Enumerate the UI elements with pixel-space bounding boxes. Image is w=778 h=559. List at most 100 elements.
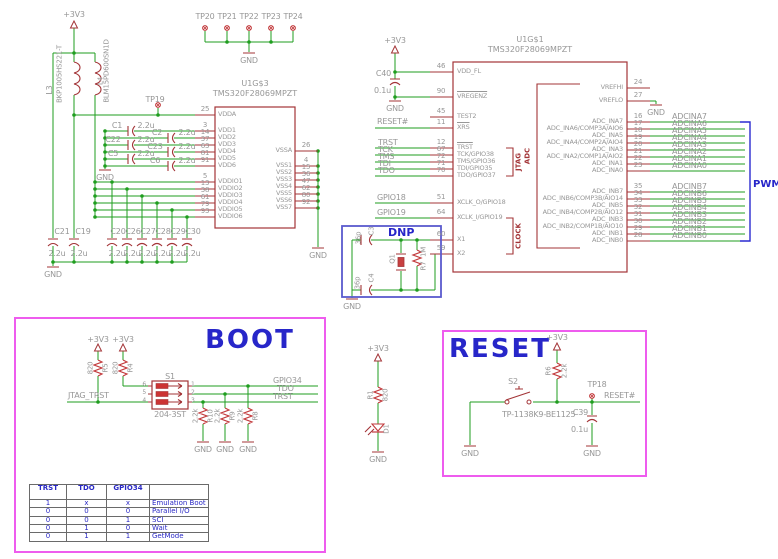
label-nets-adc_b-6: ADCINB1 (672, 224, 707, 233)
label-components-C20-value: 2.2u (108, 249, 126, 258)
label-nets-adc_b-1: ADCINB6 (672, 189, 707, 198)
label-nets-ground: GND (369, 455, 387, 464)
label-chips-u1g3-left_pins-1-num: 3 (202, 121, 208, 129)
label-chips-u1g1-right_pins-11-num: 34 (633, 189, 643, 197)
table-cell: SCI (149, 515, 209, 526)
label-components-L3-ref: L3 (45, 85, 54, 95)
label-chips-u1g3-left_pins-6-num: 91 (200, 156, 210, 164)
table-header-cell: TRST (29, 484, 67, 500)
label-chips-u1g1-left_pins-8-num: 70 (436, 166, 446, 174)
label-components-R1-value: 820 (381, 388, 390, 402)
table-cell: 1 (106, 515, 150, 526)
label-chips-u1g1-left_pins-5-name: TCK/GPIO38 (457, 150, 494, 158)
label-nets-adc_b-4: ADCINB3 (672, 210, 707, 219)
label-chips-u1g3-right_pins-3-name: VSS3 (275, 175, 292, 183)
label-components-C6-ref: C6 (149, 156, 161, 165)
label-chips-u1g1-right_pins-16-num: 29 (633, 224, 643, 232)
label-chips-u1g1-right_pins-15-num: 30 (633, 217, 643, 225)
table-cell: 1 (66, 532, 107, 542)
label-chips-u1g1-left_pins-12-num: 59 (436, 244, 446, 252)
label-nets-ground: GND (386, 104, 404, 113)
label-chips-u1g1-right_pins-15-name: ADC_INB2/COMP1B/AIO10 (542, 222, 624, 230)
label-nets-adc_b-3: ADCINB4 (672, 203, 707, 212)
label-chips-u1g1-right_pins-5-name: ADC_INA4/COMP2A/AIO4 (546, 138, 624, 146)
label-test_points-4: TP24 (283, 12, 303, 21)
label-chips-u1g1-left_pins-8-name: TDO/GPIO37 (457, 171, 496, 179)
label-chips-u1g3-right_pins-2-num: 15 (301, 163, 311, 171)
label-nets-ground: GND (194, 445, 212, 454)
label-chips-u1g1-left_pins-4-num: 12 (436, 138, 446, 146)
label-chips-u1g1-right_pins-12-num: 33 (633, 196, 643, 204)
table-cell: x (106, 498, 150, 509)
label-chips-u1g1-right_pins-10-name: ADC_INB7 (591, 187, 623, 195)
label-chips-u1g1-left_pins-10-num: 64 (436, 208, 446, 216)
table-cell: Emulation Boot (149, 498, 209, 509)
label-chips-u1g1-left_pins-4-name: TRST (457, 143, 473, 151)
label-chips-u1g1-right_pins-14-num: 31 (633, 210, 643, 218)
label-nets-jtag-1: TCK (378, 145, 393, 154)
label-s1_pin_numbers-right-2: 3 (191, 397, 195, 404)
label-components-D1-ref: D1 (382, 424, 391, 434)
label-chips-u1g1-left_pins-11-num: 60 (436, 230, 446, 238)
label-nets-ground: GND (343, 302, 361, 311)
chip-u1g3-ref: U1G$3 (241, 79, 269, 88)
label-nets-jtag-0: TRST (378, 138, 398, 147)
label-components-C22-ref: C22 (105, 135, 121, 144)
label-nets-power: +3V3 (63, 10, 85, 19)
table-cell: GetMode (149, 532, 209, 542)
label-chips-u1g3-left_pins-9-name: VDDIO3 (218, 191, 243, 199)
label-nets-reset: RESET# (377, 117, 409, 126)
boot-section-title: BOOT (205, 325, 295, 355)
label-components-R9-value: 2.2k (213, 408, 222, 424)
label-components-R1-ref: R1 (366, 390, 375, 400)
label-chips-u1g1-right_pins-13-num: 32 (633, 203, 643, 211)
label-components-L4-value: BLM15PD600SN1D (102, 39, 111, 103)
label-test_points-3: TP23 (261, 12, 281, 21)
label-nets-power: +3V3 (384, 36, 406, 45)
label-chips-u1g3-right_pins-6-name: VSS6 (275, 196, 292, 204)
label-chips-u1g1-left_pins-6-num: 72 (436, 152, 446, 160)
chip-u1g3-part: TMS320F28069MPZT (212, 89, 298, 98)
label-components-C3-value: 36p (354, 231, 363, 245)
label-nets-adc_a-1: ADCINA6 (672, 119, 707, 128)
label-nets-ground: GND (44, 270, 62, 279)
table-cell: 0 (66, 507, 107, 517)
table-cell: 0 (29, 524, 67, 534)
label-components-R5-ref: R5 (101, 363, 110, 373)
label-components-C19-ref: C19 (75, 227, 91, 236)
label-chips-u1g1-left_pins-9-name: XCLK_O/GPIO18 (457, 198, 506, 206)
label-nets-adc_a-0: ADCINA7 (672, 112, 707, 121)
label-components-R8-ref: R8 (251, 411, 260, 421)
label-chips-u1g1-right_pins-6-num: 20 (633, 140, 643, 148)
label-nets-boot_out-2: TRST (273, 392, 293, 401)
label-chips-u1g1-left_pins-11-name: X1 (457, 235, 466, 243)
label-nets-jtag-3: TDI (378, 159, 391, 168)
label-nets-gpio-0: GPIO18 (377, 193, 406, 202)
label-chips-u1g1-left_pins-6-name: TMS/GPIO36 (457, 157, 496, 165)
label-components-C2-value: 2.2u (178, 128, 196, 137)
label-chips-u1g3-left_pins-4-num: 63 (200, 142, 210, 150)
table-header-cell (149, 484, 209, 500)
label-components-C5-ref: C5 (107, 149, 119, 158)
label-components-C4-ref: C4 (367, 273, 376, 283)
label-chips-u1g1-left_pins-0-name: VDD_FL (457, 67, 481, 75)
table-header-cell: TDO (66, 484, 107, 500)
chip-u1g1-ref: U1G$1 (516, 35, 544, 44)
label-chips-u1g3-left_pins-11-name: VDDIO5 (218, 205, 243, 213)
label-components-R4-value: 820 (111, 361, 120, 375)
label-s1_pin_numbers-left-1: 5 (142, 389, 146, 396)
label-components-R6-ref: R6 (544, 366, 553, 376)
label-nets-adc_a-7: ADCINA0 (672, 161, 707, 170)
label-nets-jtag-4: TDO (378, 166, 395, 175)
label-chips-u1g1-right_pins-11-name: ADC_INB6/COMP3B/AIO14 (542, 194, 624, 202)
label-chips-u1g1-right_pins-13-name: ADC_INB4/COMP2B/AIO12 (542, 208, 624, 216)
label-chips-u1g1-right_pins-2-name: ADC_INA7 (591, 117, 623, 125)
label-chips-u1g1-right_pins-0-name: VREFHI (600, 83, 624, 91)
label-nets-adc_b-2: ADCINB5 (672, 196, 707, 205)
label-chips-u1g3-left_pins-4-name: VDD4 (218, 147, 236, 155)
label-nets-ground: GND (583, 449, 601, 458)
label-components-C3-ref: C3 (367, 226, 376, 236)
